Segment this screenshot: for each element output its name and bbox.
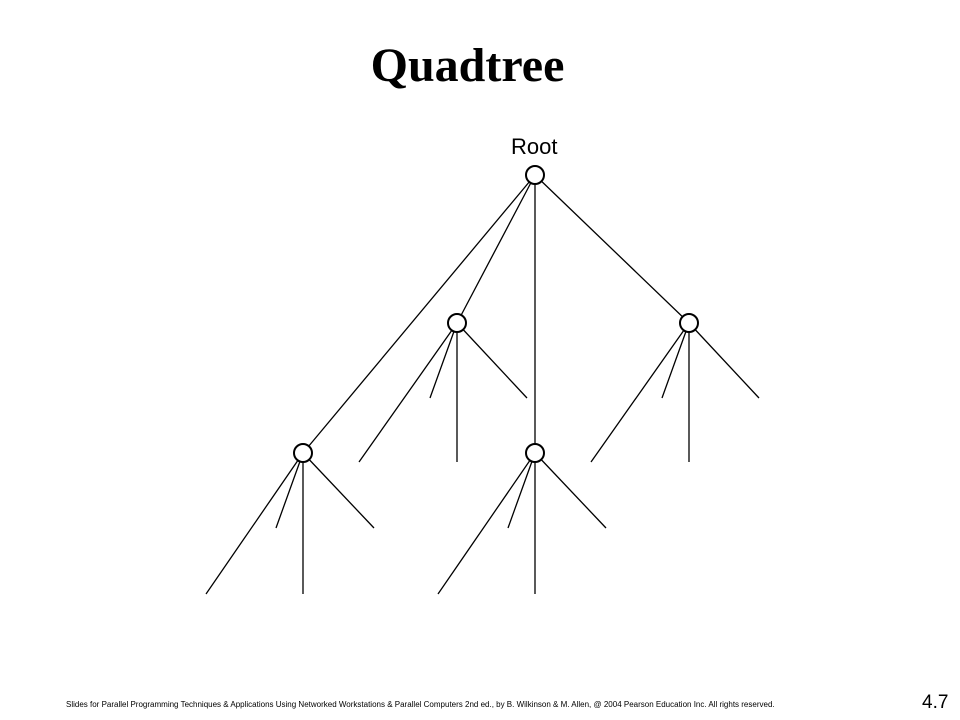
mid-right-node-edges — [590, 322, 760, 463]
slide-title: Quadtree — [370, 39, 565, 92]
branch-edge — [358, 322, 458, 463]
edge-root-to-node-mid-right — [534, 174, 690, 324]
branch-edge — [205, 452, 304, 595]
branch-edge — [429, 322, 458, 399]
branch-edge — [437, 452, 536, 595]
lower-left-node-edges — [205, 452, 375, 595]
edge-root-to-node-lower-left — [302, 174, 536, 454]
edge-root-to-node-mid-left — [456, 174, 536, 324]
root-label: Root — [511, 134, 557, 159]
mid-left-node-edges — [358, 322, 528, 463]
root-edges — [302, 174, 690, 454]
branch-edge — [661, 322, 690, 399]
branch-edge — [275, 452, 304, 529]
branch-edge — [302, 452, 375, 529]
node-mid-right — [679, 313, 699, 333]
branch-edge — [534, 452, 607, 529]
node-lower-center — [525, 443, 545, 463]
node-mid-left — [447, 313, 467, 333]
footer-credit: Slides for Parallel Programming Techniqu… — [66, 700, 775, 709]
branch-edge — [507, 452, 536, 529]
branch-edge — [456, 322, 528, 399]
page-number: 4.7 — [922, 692, 949, 713]
node-lower-left — [293, 443, 313, 463]
branch-edge — [590, 322, 690, 463]
root-node — [525, 165, 545, 185]
lower-center-node-edges — [437, 452, 607, 595]
branch-edge — [688, 322, 760, 399]
